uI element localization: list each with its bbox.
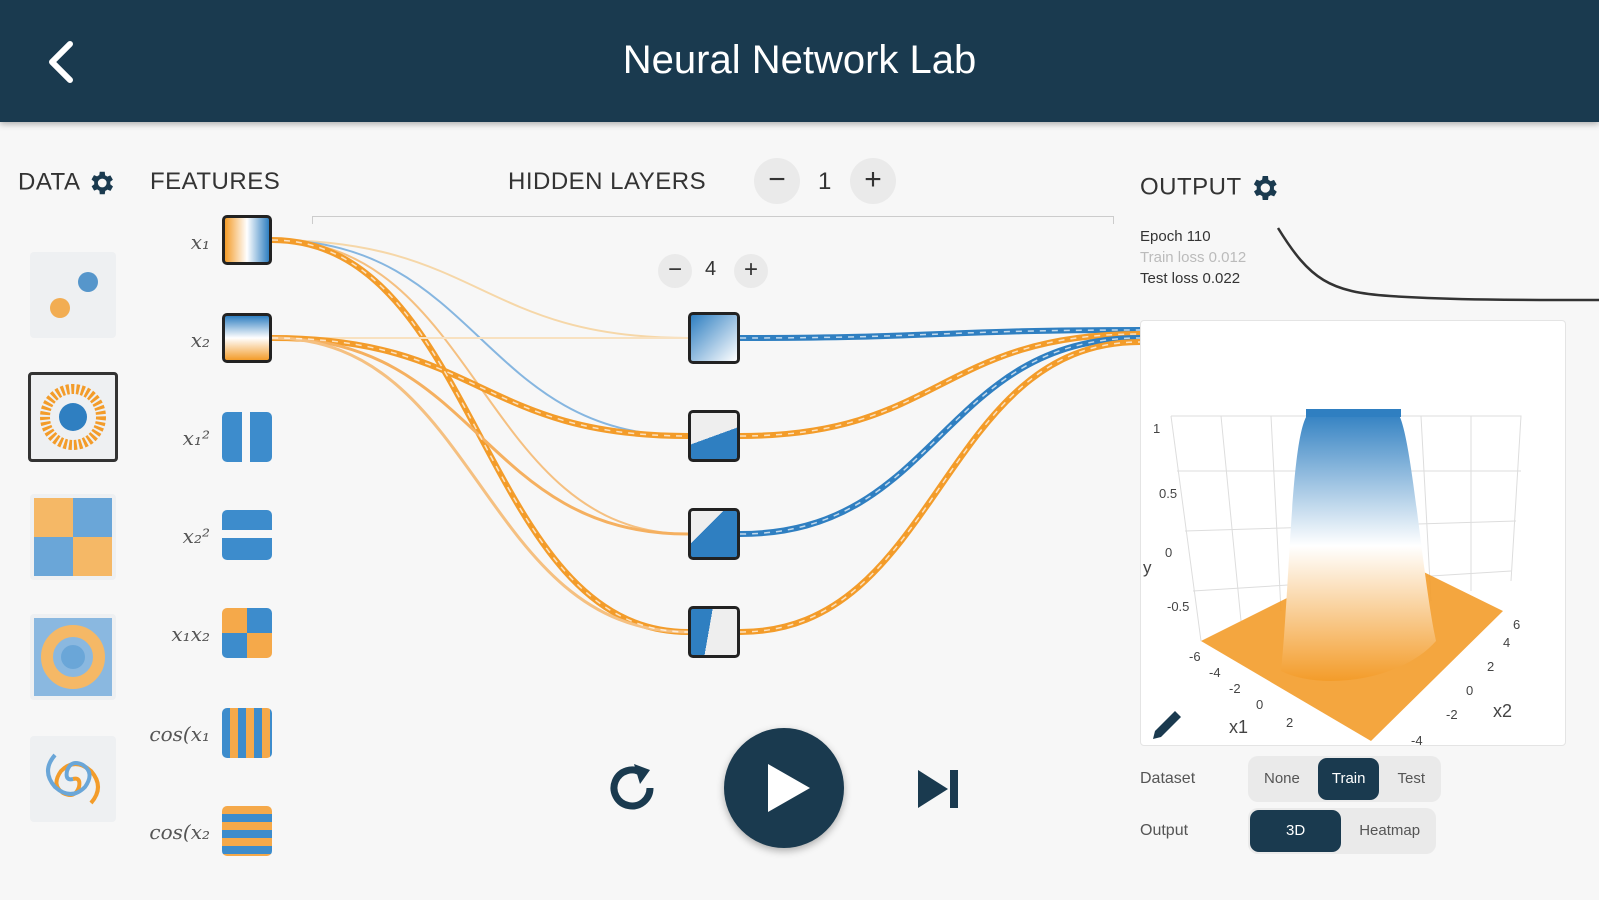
x1-tick: -6	[1189, 649, 1201, 664]
test-loss-text: Test loss 0.022	[1140, 270, 1241, 287]
hidden-neuron-3[interactable]	[688, 508, 740, 560]
hidden-neuron-4[interactable]	[688, 606, 740, 658]
feature-x2[interactable]	[222, 313, 272, 363]
hidden-neuron-2[interactable]	[688, 410, 740, 462]
dataset-circle[interactable]	[28, 372, 118, 462]
output-3d-plot[interactable]: 1 0.5 0 -0.5 y -6 -4 -2 0 2 x1 -4 -2 0 2…	[1140, 320, 1566, 748]
pencil-icon	[1153, 711, 1181, 739]
epoch-text: Epoch 110	[1140, 228, 1211, 245]
add-neuron-button[interactable]: +	[734, 254, 768, 288]
play-icon	[768, 764, 810, 812]
loss-curve	[1276, 227, 1599, 302]
dataset-label: Dataset	[1140, 770, 1196, 787]
train-loss-text: Train loss 0.012	[1140, 249, 1247, 266]
feature-label: x₂	[190, 328, 210, 352]
output-toggle: 3D Heatmap	[1248, 808, 1437, 854]
app-header: Neural Network Lab	[0, 0, 1599, 122]
y-tick: 0.5	[1159, 486, 1177, 501]
play-button[interactable]	[724, 728, 844, 848]
neuron-count: 4	[705, 258, 717, 280]
remove-neuron-button[interactable]: −	[658, 254, 692, 288]
feature-cos-x2[interactable]	[222, 806, 272, 856]
output-heading: OUTPUT	[1140, 172, 1280, 204]
dataset-xor[interactable]	[30, 494, 116, 580]
step-icon[interactable]	[914, 764, 964, 814]
gear-icon[interactable]	[86, 168, 116, 198]
feature-label: cos(x₁	[149, 722, 210, 746]
x2-tick: 2	[1487, 659, 1494, 674]
feature-x1[interactable]	[222, 215, 272, 265]
dataset-none-option[interactable]: None	[1264, 770, 1300, 787]
dataset-train-option[interactable]: Train	[1317, 758, 1380, 800]
dataset-noisy[interactable]	[30, 614, 116, 700]
feature-x1x2[interactable]	[222, 608, 272, 658]
data-title: DATA	[18, 168, 81, 196]
output-title: OUTPUT	[1140, 173, 1242, 201]
x2-tick: -2	[1446, 707, 1458, 722]
y-tick: -0.5	[1167, 599, 1189, 614]
x2-tick: 6	[1513, 617, 1520, 632]
remove-layer-button[interactable]: −	[754, 158, 800, 204]
feature-label: x₁	[190, 230, 210, 254]
dataset-toggle: None Train Test	[1248, 756, 1441, 802]
x2-tick: -4	[1411, 733, 1423, 747]
output-heatmap-option[interactable]: Heatmap	[1359, 822, 1421, 839]
feature-label: cos(x₂	[149, 820, 210, 844]
feature-label: x₁x₂	[171, 622, 210, 646]
layer-bracket	[312, 216, 1114, 224]
output-label: Output	[1140, 822, 1189, 839]
x1-tick: -2	[1229, 681, 1241, 696]
layer-count: 1	[818, 168, 832, 195]
feature-x2-squared[interactable]	[222, 510, 272, 560]
x2-tick: 0	[1466, 683, 1473, 698]
x2-axis-label: x2	[1493, 701, 1512, 721]
dataset-test-option[interactable]: Test	[1397, 770, 1425, 787]
feature-label: x₁²	[182, 426, 210, 450]
features-title: FEATURES	[150, 168, 281, 195]
hidden-neuron-1[interactable]	[688, 312, 740, 364]
x1-tick: 0	[1256, 697, 1263, 712]
x2-tick: 4	[1503, 635, 1510, 650]
y-tick: 0	[1165, 545, 1172, 560]
y-tick: 1	[1153, 421, 1160, 436]
chevron-left-icon[interactable]	[40, 38, 84, 86]
page-title: Neural Network Lab	[622, 38, 977, 82]
feature-cos-x1[interactable]	[222, 708, 272, 758]
link	[271, 335, 689, 439]
x1-tick: 2	[1286, 715, 1293, 730]
dataset-spiral[interactable]	[30, 736, 116, 822]
gear-icon[interactable]	[1248, 172, 1280, 204]
reset-icon[interactable]	[602, 758, 662, 818]
output-3d-option[interactable]: 3D	[1250, 810, 1342, 852]
feature-x1-squared[interactable]	[222, 412, 272, 462]
hidden-layers-title: HIDDEN LAYERS	[508, 168, 707, 195]
dataset-gaussian[interactable]	[30, 252, 116, 338]
link	[271, 336, 689, 634]
add-layer-button[interactable]: +	[850, 158, 896, 204]
feature-label: x₂²	[182, 524, 210, 548]
x1-tick: -4	[1209, 665, 1221, 680]
link	[271, 239, 689, 339]
x1-axis-label: x1	[1229, 717, 1248, 737]
y-axis-label: y	[1143, 558, 1152, 577]
data-heading: DATA	[18, 168, 116, 198]
